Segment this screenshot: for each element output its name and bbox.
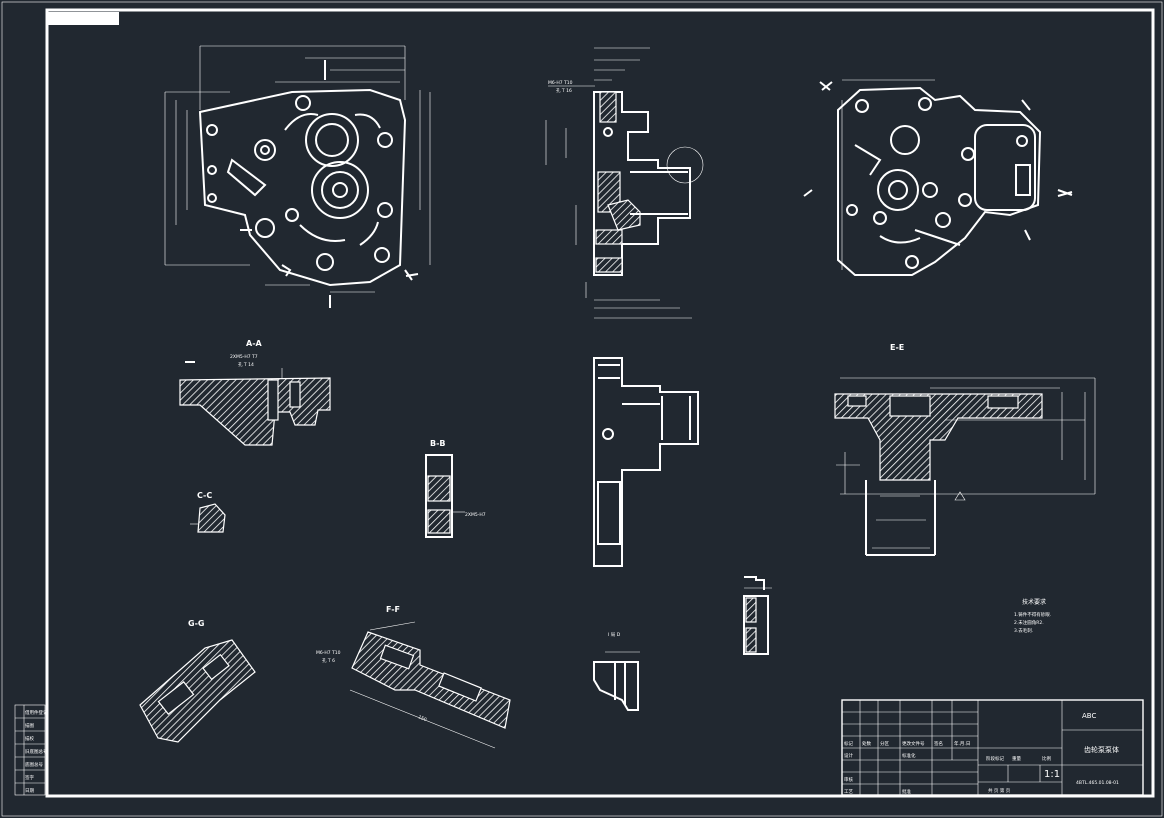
section-small-right (743, 576, 772, 655)
hole-spec-aa: 2XM5-H7 T7 (230, 354, 258, 360)
section-dd (593, 357, 699, 567)
strip-text-5: 底图总号 (25, 761, 43, 768)
note-item-3: 3.去毛刺. (1014, 627, 1033, 634)
strip-text-4: 旧底图总号 (25, 748, 48, 755)
side-view: M6-H7 T10 孔 T 16 (545, 47, 704, 319)
hole-spec-ff: M6-H7 T10 (316, 650, 341, 656)
strip-text-1: 借用件登记 (25, 709, 48, 716)
section-gg: G-G (139, 619, 256, 743)
tb-company: ABC (1082, 712, 1096, 720)
label-section-cc: C-C (197, 491, 212, 500)
strip-text-2: 描图 (25, 722, 34, 729)
tb-mark: 标记 (844, 740, 853, 747)
strip-text-3: 描校 (25, 735, 34, 742)
tb-drawing-no: 4BTL.465.01.08-01 (1076, 780, 1119, 786)
strip-text-7: 日期 (25, 788, 34, 794)
detail-view-i: I 局 D (593, 632, 640, 711)
tb-review: 审核 (844, 776, 853, 783)
front-view (164, 45, 431, 308)
technical-notes: 技术要求 1.铸件不得有砂眼. 2.未注圆角R2. 3.去毛刺. (1014, 598, 1051, 634)
label-section-bb: B-B (430, 439, 446, 448)
title-block: 标记 处数 分区 更改文件号 签名 年.月.日 设计 标准化 审核 工艺 批准 … (841, 699, 1144, 796)
label-view-i: I 局 D (608, 632, 621, 638)
label-section-ff: F-F (386, 605, 400, 614)
section-cc: C-C (190, 491, 226, 533)
dim-f-length: 150 (417, 714, 427, 723)
left-strip: 借用件登记 描图 描校 旧底图总号 底图总号 签字 日期 (14, 704, 48, 796)
tb-date: 年.月.日 (954, 740, 970, 747)
tb-sheet: 共 页 第 页 (988, 787, 1011, 794)
tb-process: 工艺 (844, 789, 853, 795)
drawing-border (45, 8, 1155, 798)
tb-stage-label: 阶段标记 (986, 755, 1004, 762)
strip-text-6: 签字 (25, 774, 34, 781)
hole-spec-top: M6-H7 T10 (548, 80, 573, 86)
tb-count: 处数 (862, 740, 871, 747)
tb-part-name: 齿轮泵泵体 (1084, 745, 1119, 754)
rear-view (803, 79, 1073, 276)
tb-docno: 更改文件号 (902, 740, 925, 747)
notes-title: 技术要求 (1022, 598, 1046, 606)
tb-approve: 批准 (902, 788, 911, 795)
section-aa: A-A 2XM5-H7 T7 孔 T 14 (179, 339, 331, 446)
tb-weight-label: 重量 (1012, 755, 1021, 762)
note-item-1: 1.铸件不得有砂眼. (1014, 611, 1051, 618)
tb-sign: 签名 (934, 740, 943, 747)
label-section-gg: G-G (188, 619, 204, 628)
hole-depth-aa: 孔 T 14 (238, 361, 254, 368)
label-section-aa: A-A (246, 339, 263, 348)
section-ff: F-F M6-H7 T10 孔 T 6 150 (316, 605, 511, 749)
corner-tab (47, 12, 119, 25)
hole-depth-top: 孔 T 16 (556, 87, 572, 94)
tb-scale-label: 比例 (1042, 755, 1051, 762)
tb-designer: 设计 (844, 752, 853, 759)
label-section-ee: E-E (890, 343, 904, 352)
section-bb: B-B 2XM5-H7 (425, 439, 486, 538)
note-item-2: 2.未注圆角R2. (1014, 619, 1044, 626)
hole-spec-bb: 2XM5-H7 (465, 512, 486, 518)
tb-standardize: 标准化 (902, 752, 916, 759)
tb-scale: 1:1 (1044, 769, 1060, 780)
hole-depth-ff: 孔 T 6 (322, 657, 335, 664)
tb-zone: 分区 (880, 740, 889, 747)
section-ee: E-E (834, 343, 1096, 556)
